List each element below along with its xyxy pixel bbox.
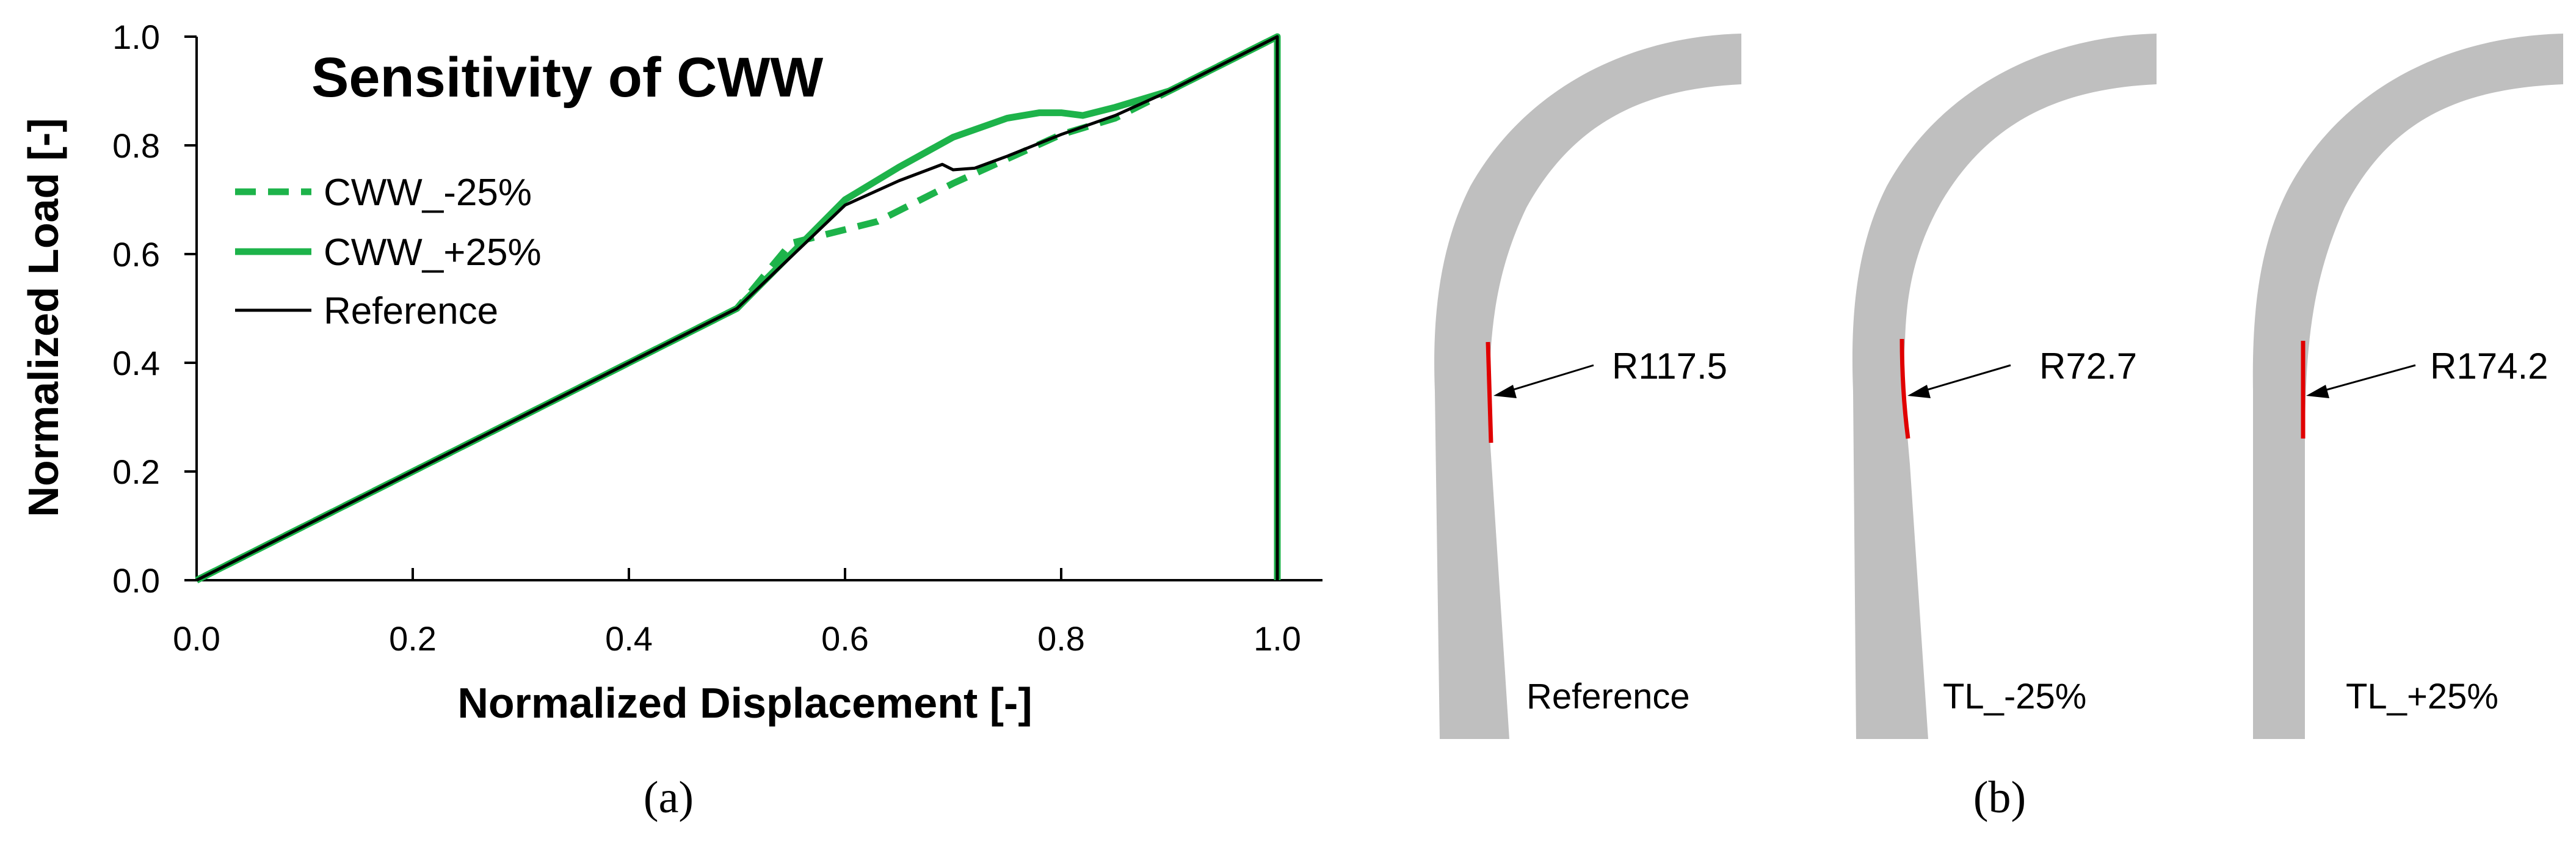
y-tick-label: 0.6	[112, 235, 160, 274]
arrowhead	[1907, 385, 1931, 398]
panel-label-b: (b)	[1973, 773, 2026, 823]
y-axis-title: Normalized Load [-]	[20, 118, 67, 517]
y-axis-ticks: 0.0 0.2 0.4 0.6 0.8 1.0	[112, 18, 197, 600]
y-tick-label: 0.4	[112, 344, 160, 382]
y-tick-label: 1.0	[112, 18, 160, 56]
shape-label: TL_+25%	[2346, 677, 2498, 716]
x-tick-label: 0.4	[605, 619, 653, 658]
series-line-reference	[195, 35, 1279, 582]
radius-mark	[1899, 338, 1910, 439]
y-tick-label: 0.8	[112, 126, 160, 165]
y-tick-label: 0.0	[112, 561, 160, 600]
shape-label: Reference	[1526, 677, 1690, 716]
x-tick-label: 0.6	[821, 619, 869, 658]
leader-line	[1917, 364, 2011, 394]
x-tick-label: 1.0	[1254, 619, 1301, 658]
profile-shape	[1434, 34, 1741, 739]
profile-reference: R117.5 Reference	[1434, 34, 1741, 739]
radius-label: R72.7	[2039, 346, 2137, 387]
x-tick-label: 0.0	[173, 619, 220, 658]
profile-tl-plus-25: R174.2 TL_+25%	[2252, 34, 2563, 739]
radius-label: R117.5	[1612, 346, 1727, 387]
legend-label-cww-plus-25: CWW_+25%	[324, 231, 542, 274]
x-axis-ticks: 0.0 0.2 0.4 0.6 0.8 1.0	[173, 568, 1301, 658]
x-tick-label: 0.2	[389, 619, 437, 658]
profile-tl-minus-25: R72.7 TL_-25%	[1852, 34, 2157, 739]
leader-line	[1503, 364, 1594, 394]
x-tick-label: 0.8	[1037, 619, 1085, 658]
profile-shape	[1852, 34, 2157, 739]
leader-line	[2315, 364, 2416, 394]
radius-mark	[1486, 341, 1493, 443]
arrowhead	[2306, 385, 2329, 398]
y-tick-label: 0.2	[112, 453, 160, 491]
radius-label: R174.2	[2430, 346, 2548, 387]
load-displacement-chart: 0.0 0.2 0.4 0.6 0.8 1.0 0.0 0.2 0.4 0.6 …	[20, 18, 1322, 727]
x-axis-title: Normalized Displacement [-]	[457, 679, 1032, 727]
arrowhead	[1493, 385, 1517, 398]
series-layer	[195, 33, 1281, 583]
legend: CWW_-25% CWW_+25% Reference	[235, 172, 542, 332]
profile-shape	[2252, 34, 2563, 739]
chart-title: Sensitivity of CWW	[311, 46, 823, 109]
profile-shapes: R117.5 Reference R72.7 TL_-25% R174.2 TL…	[1434, 34, 2563, 739]
shape-label: TL_-25%	[1943, 677, 2086, 716]
legend-label-reference: Reference	[324, 290, 498, 332]
legend-label-cww-minus-25: CWW_-25%	[324, 172, 532, 214]
panel-label-a: (a)	[644, 773, 694, 823]
